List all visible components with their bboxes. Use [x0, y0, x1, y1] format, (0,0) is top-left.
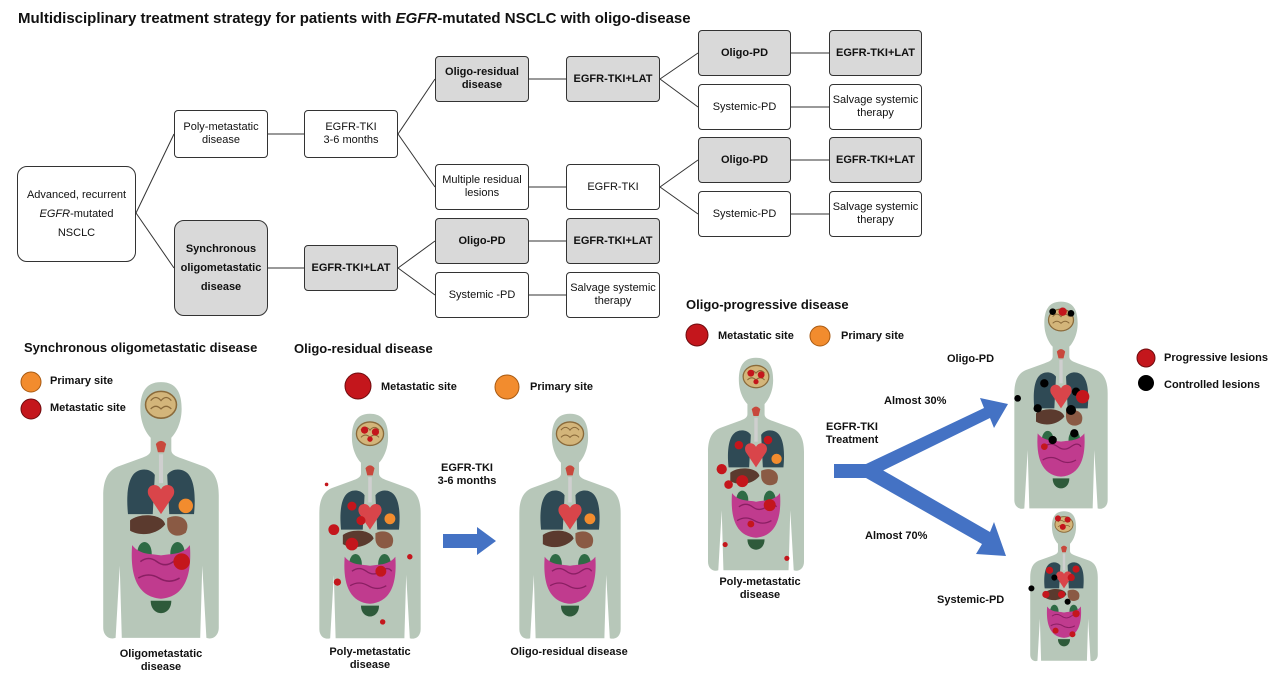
branching-arrows [834, 398, 1008, 556]
arrow-residual [443, 527, 496, 555]
sync-legend-primary: Primary site [50, 375, 113, 387]
oligo-pd-label: Oligo-PD [947, 353, 995, 365]
panel-residual-heading: Oligo-residual disease [294, 341, 433, 356]
controlled-lesion-marker [1138, 375, 1154, 391]
systemic-pd-node-2: Systemic-PD [698, 191, 791, 237]
oligo-pd-node-2: Oligo-PD [698, 137, 791, 183]
egfr-tki-lat-sync-node: EGFR-TKI+LAT [304, 245, 398, 291]
almost-30-label: Almost 30% [884, 395, 947, 407]
egfr-tki-lat-node-2: EGFR-TKI+LAT [829, 137, 922, 183]
body-oligo-pd [1012, 300, 1110, 510]
residual-legend-primary: Primary site [530, 381, 593, 393]
residual-legend-metastatic: Metastatic site [381, 381, 457, 393]
egfr-tki-lat-node-3: EGFR-TKI+LAT [566, 218, 660, 264]
almost-70-label: Almost 70% [865, 530, 928, 542]
progressive-legend-metastatic: Metastatic site [718, 330, 794, 342]
root-node-advanced-egfr-nsclc: Advanced, recurrent EGFR-mutated NSCLC [17, 166, 136, 262]
egfr-tki-multiple-node: EGFR-TKI [566, 164, 660, 210]
body-oligometastatic [96, 380, 226, 640]
page-title: Multidisciplinary treatment strategy for… [18, 10, 691, 27]
legend-progressive-lesions: Progressive lesions [1164, 352, 1268, 364]
primary-site-marker [20, 371, 42, 393]
progressive-legend-primary: Primary site [841, 330, 904, 342]
body-systemic-pd [1028, 510, 1099, 662]
caption-oligo-residual: Oligo-residual disease [510, 646, 628, 658]
progress-legend-markers [1136, 348, 1156, 391]
sync-legend-markers [20, 371, 42, 420]
residual-primary-marker [494, 374, 520, 400]
progressive-lesion-marker [1136, 348, 1156, 368]
systemic-pd-node-3: Systemic -PD [435, 272, 529, 318]
oligo-pd-node-1: Oligo-PD [698, 30, 791, 76]
egfr-tki-lat-residual-node: EGFR-TKI+LAT [566, 56, 660, 102]
egfr-tki-lat-node-1: EGFR-TKI+LAT [829, 30, 922, 76]
panel-sync-heading: Synchronous oligometastatic disease [24, 340, 258, 355]
body-poly-metastatic-left [317, 412, 423, 640]
progressive-primary-marker [809, 325, 831, 347]
systemic-pd-label: Systemic-PD [937, 594, 1005, 606]
legend-controlled-lesions: Controlled lesions [1164, 379, 1260, 391]
oligo-pd-node-3: Oligo-PD [435, 218, 529, 264]
residual-metastatic-marker [344, 372, 372, 400]
body-poly-metastatic-right [706, 356, 806, 572]
sync-legend-metastatic: Metastatic site [50, 402, 126, 414]
panel-progressive-heading: Oligo-progressive disease [686, 297, 849, 312]
body-oligo-residual [517, 412, 623, 640]
progressive-metastatic-marker [685, 323, 709, 347]
systemic-pd-node-1: Systemic-PD [698, 84, 791, 130]
metastatic-site-marker [20, 398, 42, 420]
